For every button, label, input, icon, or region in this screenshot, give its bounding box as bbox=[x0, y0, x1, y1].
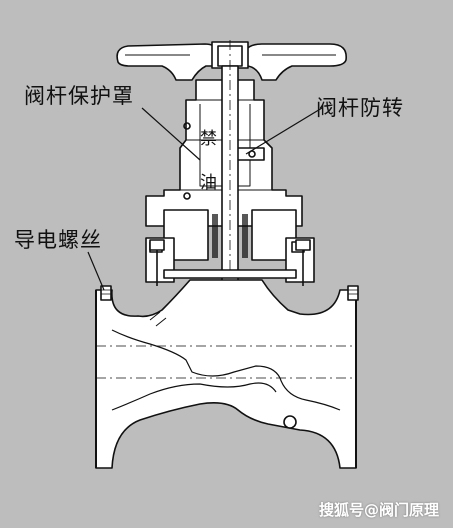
label-char-2: 油 bbox=[200, 173, 217, 193]
valve-body bbox=[95, 279, 357, 469]
label-ground-screw: 导电螺丝 bbox=[14, 228, 102, 252]
label-stem-guard: 阀杆保护罩 bbox=[24, 84, 134, 108]
bonnet-bolts bbox=[149, 239, 311, 286]
watermark: 搜狐号@阀门原理 bbox=[318, 501, 439, 519]
label-char-1: 禁 bbox=[200, 129, 217, 149]
bonnet bbox=[145, 209, 315, 283]
label-stem-anti-rotation: 阀杆防转 bbox=[316, 96, 404, 120]
ground-screws bbox=[100, 285, 359, 301]
leader-lines bbox=[87, 107, 323, 291]
